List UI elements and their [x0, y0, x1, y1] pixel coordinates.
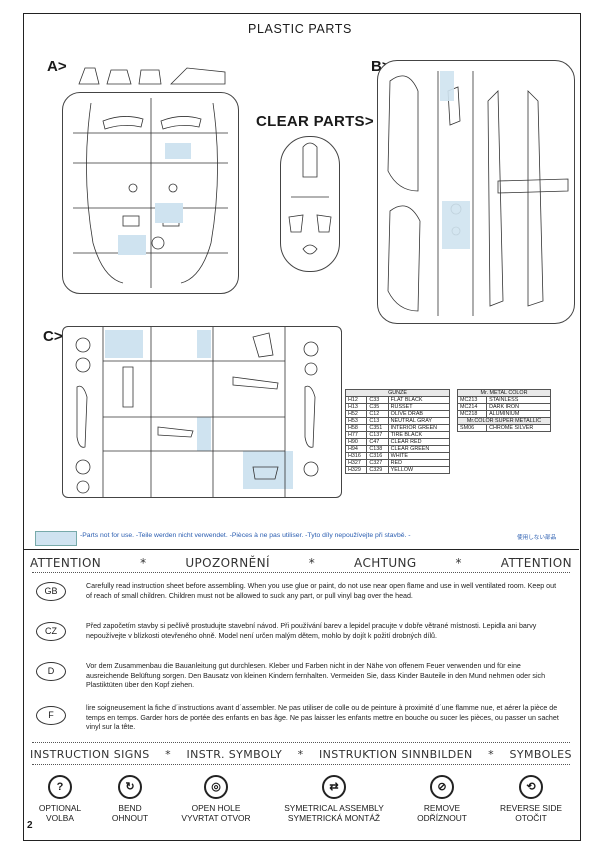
not-used-swatch — [35, 531, 77, 546]
sign-reverse-side: ⟲ REVERSE SIDE OTOČIT — [490, 775, 572, 823]
clear-parts-label: CLEAR PARTS> — [256, 113, 374, 130]
bend-icon: ↻ — [118, 775, 142, 799]
clear-parts-frame — [280, 136, 340, 272]
super-metallic-header: Mr.COLOR SUPER METALLIC — [457, 417, 551, 425]
lang-badge-f: F — [36, 706, 66, 725]
attention-banner: ATTENTION* UPOZORNĚNÍ* ACHTUNG* ATTENTIO… — [30, 556, 572, 570]
not-used-legend: -Parts not for use. -Teile werden nicht … — [80, 532, 411, 539]
page-border — [23, 13, 581, 841]
dotted-rule — [32, 764, 570, 765]
sign-remove: ⊘ REMOVE ODŘÍZNOUT — [404, 775, 480, 823]
instruction-signs-banner: INSTRUCTION SIGNS* INSTR. SYMBOLY* INSTR… — [30, 748, 572, 761]
attention-text-d: Vor dem Zusammenbau die Bauanleitung gut… — [86, 662, 546, 690]
question-mark-icon: ? — [48, 775, 72, 799]
dotted-rule — [32, 742, 570, 743]
lang-badge-d: D — [36, 662, 66, 681]
metal-header: Mr. METAL COLOR — [457, 389, 551, 397]
reverse-side-icon: ⟲ — [519, 775, 543, 799]
sprue-b-drawing — [387, 71, 569, 316]
sprue-a-frame — [62, 92, 239, 294]
dotted-rule — [32, 572, 570, 573]
sign-symmetrical: ⇄ SYMETRICAL ASSEMBLY SYMETRICKÁ MONTÁŽ — [272, 775, 396, 823]
sign-optional: ? OPTIONAL VOLBA — [28, 775, 92, 823]
sprue-c-drawing — [75, 327, 319, 497]
sprue-c-label: C> — [43, 328, 63, 345]
sprue-a-top-parts — [78, 67, 226, 85]
gunze-header: GUNZE — [345, 389, 450, 397]
sprue-b-frame — [377, 60, 575, 324]
not-used-legend-japanese: 使用しない部品 — [517, 535, 557, 541]
remove-icon: ⊘ — [430, 775, 454, 799]
sign-bend: ↻ BEND OHNOUT — [98, 775, 162, 823]
symmetry-icon: ⇄ — [322, 775, 346, 799]
clear-parts-drawing — [288, 142, 332, 255]
lang-badge-gb: GB — [36, 582, 66, 601]
sprue-a-drawing — [73, 98, 228, 288]
attention-text-gb: Carefully read instruction sheet before … — [86, 582, 557, 600]
attention-text-cz: Před započetím stavby si pečlivě prostud… — [86, 622, 537, 640]
section-divider — [23, 549, 579, 550]
drill-hole-icon: ◎ — [204, 775, 228, 799]
page-number: 2 — [27, 820, 33, 831]
lang-badge-cz: CZ — [36, 622, 66, 641]
sign-open-hole: ◎ OPEN HOLE VYVRTAT OTVOR — [170, 775, 262, 823]
sprue-c-frame — [62, 326, 342, 498]
attention-text-f: lire soigneusement la fiche d´instructio… — [86, 704, 559, 732]
page-title: PLASTIC PARTS — [248, 22, 352, 36]
sprue-a-label: A> — [47, 58, 67, 75]
